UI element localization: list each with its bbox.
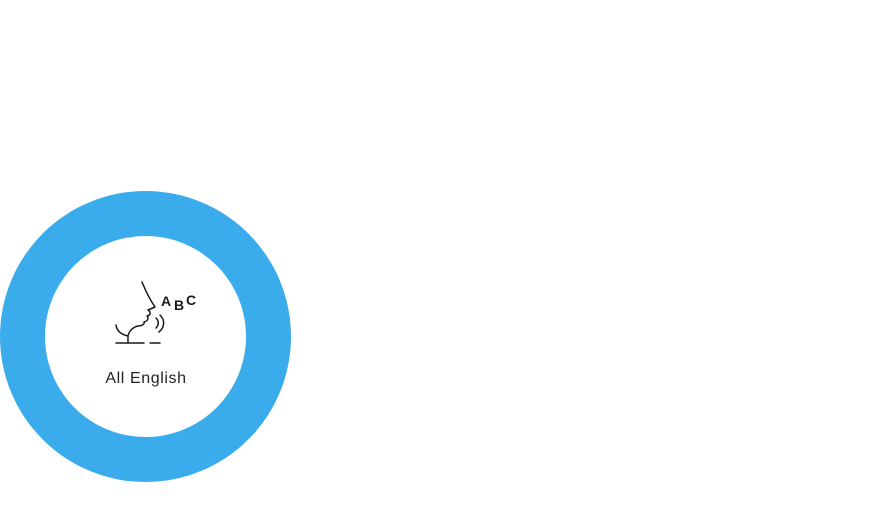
- badge-label: All English: [105, 370, 187, 387]
- language-badge-ring[interactable]: [0, 191, 291, 482]
- svg-text:C: C: [186, 292, 196, 308]
- language-badge-inner: [45, 236, 246, 437]
- speaking-face-abc-icon: A B C: [115, 281, 196, 344]
- svg-text:A: A: [161, 293, 171, 309]
- svg-text:B: B: [174, 297, 184, 313]
